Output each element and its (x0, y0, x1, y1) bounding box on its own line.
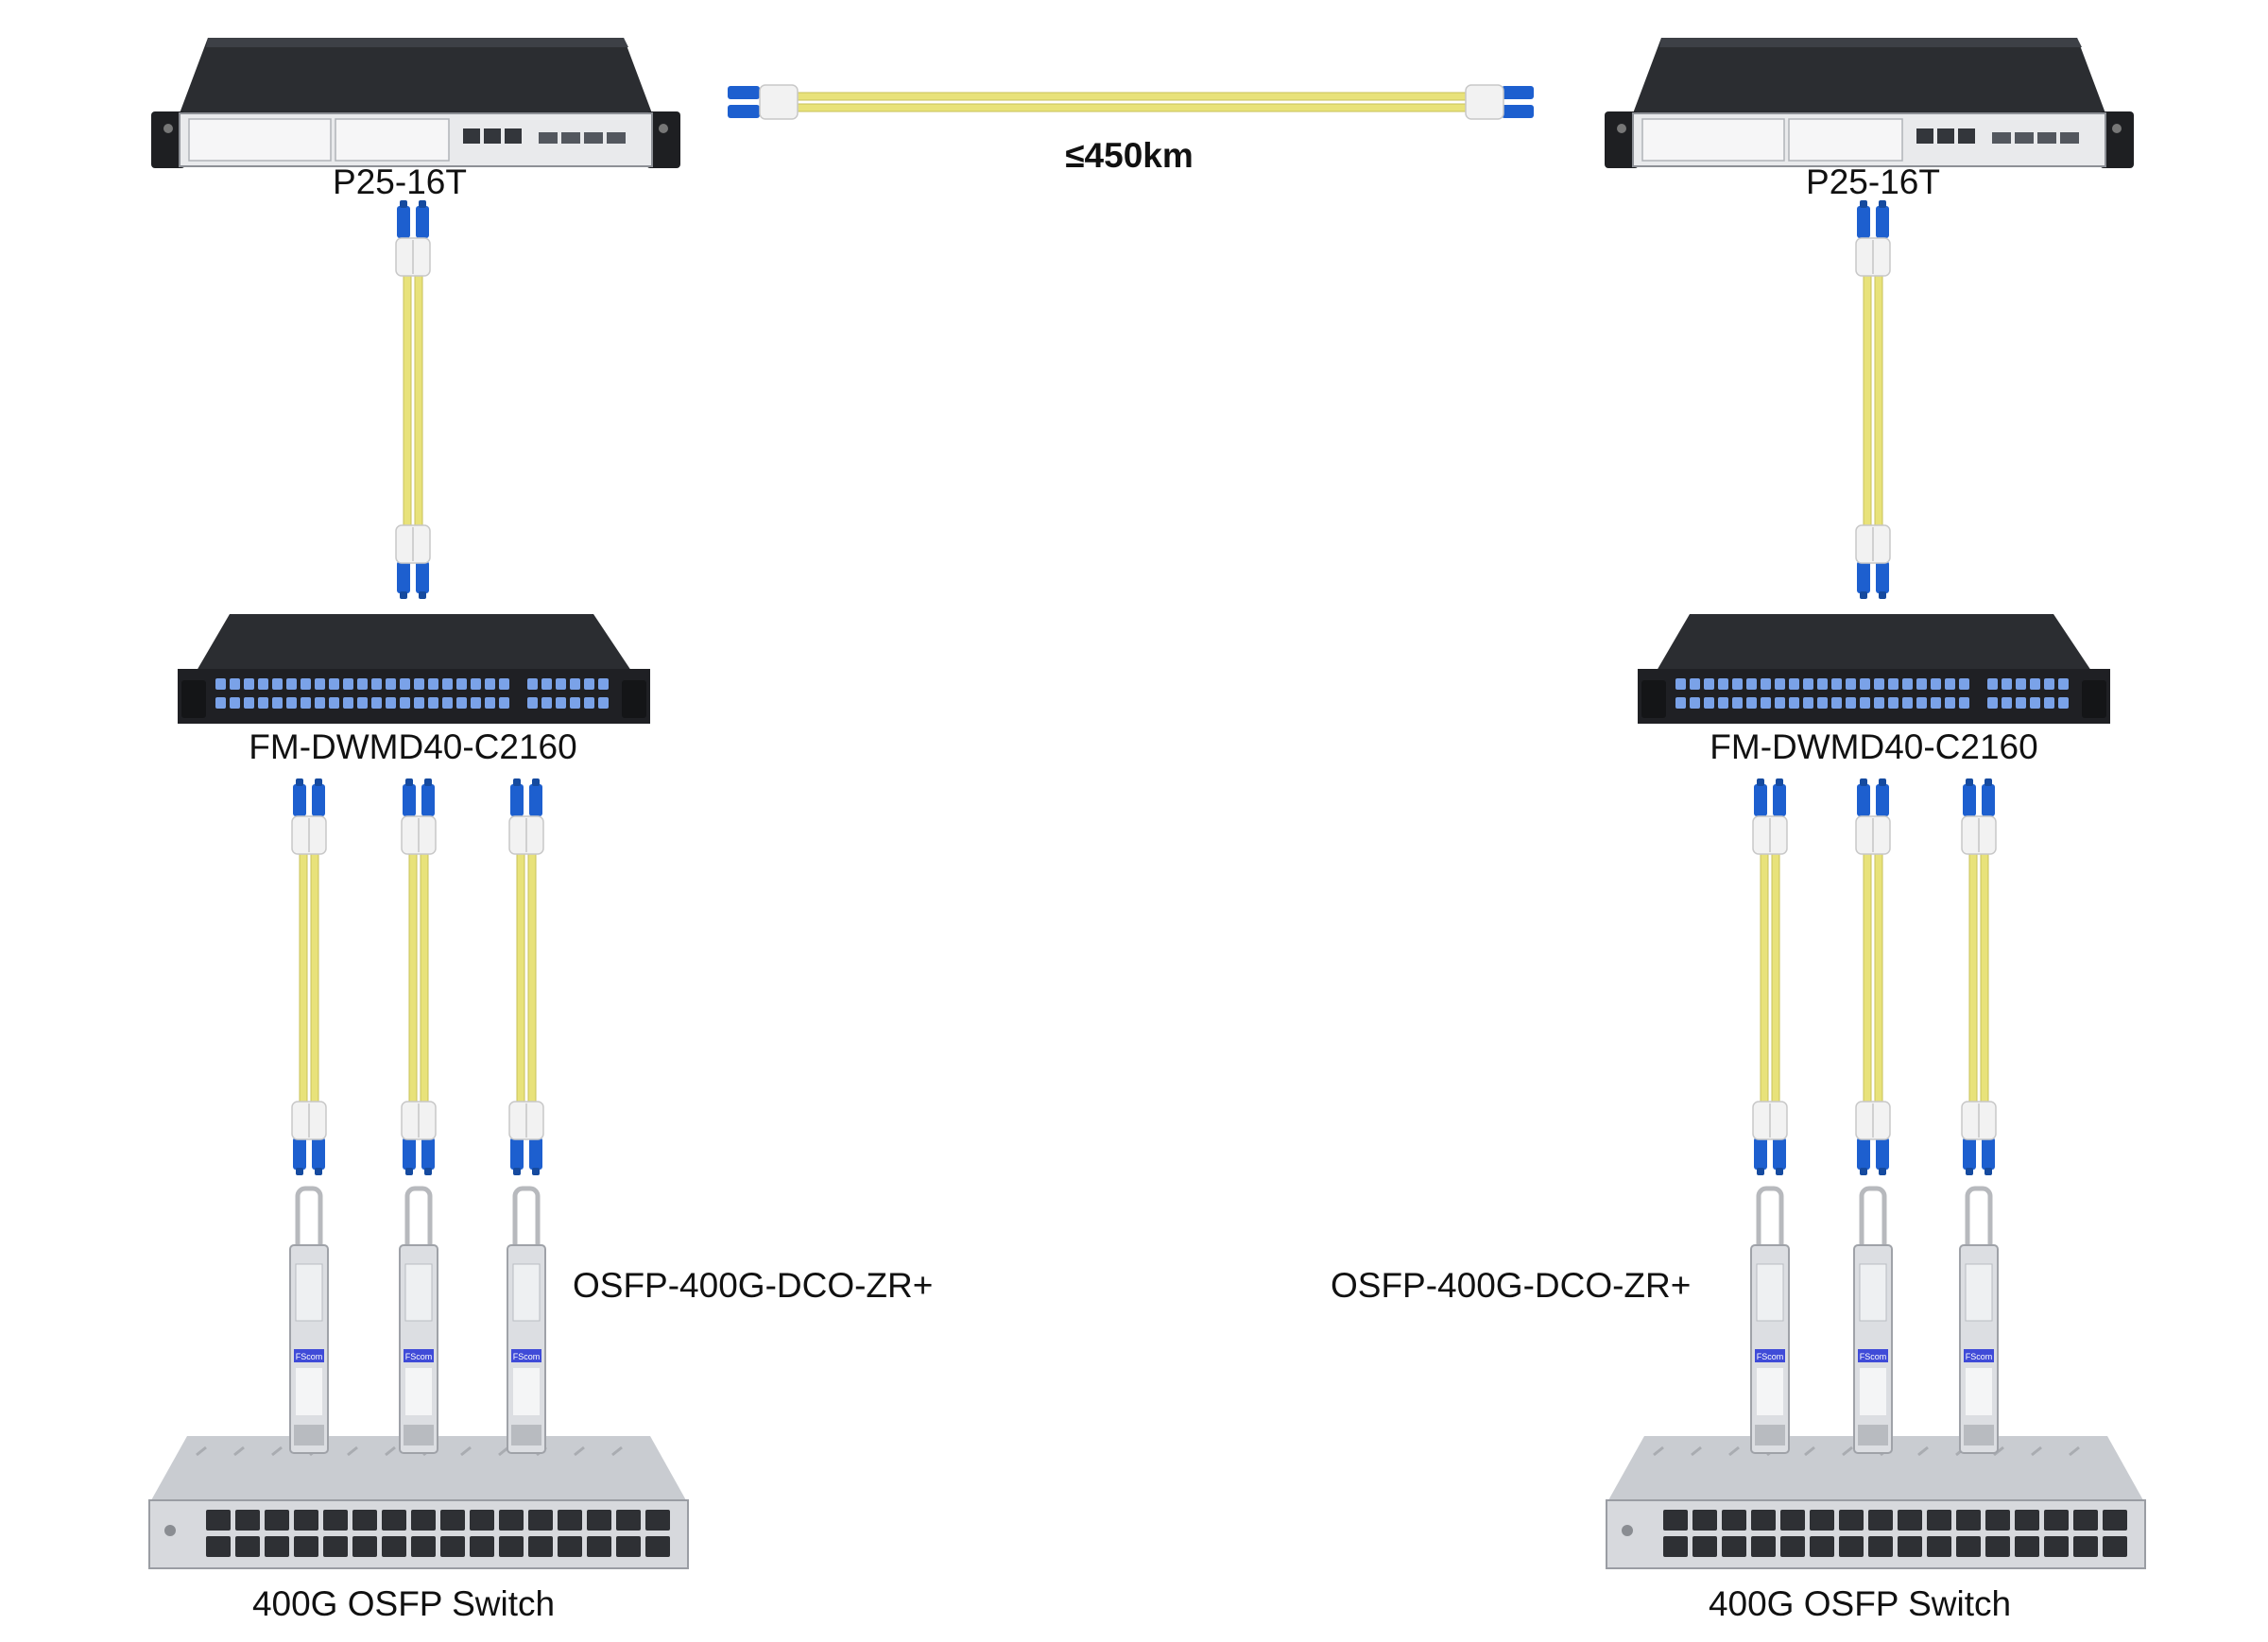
left-mux-cord-2 (401, 778, 437, 1175)
left-mux-cord-3-bottom-connector (508, 1101, 544, 1175)
right-transceiver-label: OSFP-400G-DCO-ZR+ (1331, 1266, 1692, 1305)
left-transceiver-2-sticker-text: FScom (405, 1352, 433, 1361)
left-mux-device (178, 614, 650, 724)
left-mux-cord-3 (508, 778, 544, 1175)
left-transceiver-3-sticker-text: FScom (513, 1352, 541, 1361)
span-patch-cord-left-connector (728, 84, 799, 120)
right-switch-label: 400G OSFP Switch (1708, 1584, 2012, 1623)
right-mux-cord-1-top-connector (1752, 778, 1788, 855)
right-mux-cord-1-bottom-connector (1752, 1101, 1788, 1175)
left-mux-cord-1-top-connector (291, 778, 327, 855)
right-transceiver-3-sticker-text: FScom (1966, 1352, 1993, 1361)
right-mux-cord-1 (1752, 778, 1788, 1175)
left-transceiver-1: FScom (289, 1186, 329, 1454)
right-terminal-device (1605, 38, 2134, 168)
right-mux-cord-3 (1961, 778, 1997, 1175)
right-mux-label: FM-DWMD40-C2160 (1710, 727, 2038, 766)
right-mux-cord-2-bottom-connector (1855, 1101, 1891, 1175)
span-patch-cord-right-connector (1465, 84, 1534, 120)
left-terminal-mux-cord-top-connector (395, 200, 431, 277)
right-transceiver-2-sticker-text: FScom (1860, 1352, 1887, 1361)
right-transceiver-1-sticker-text: FScom (1757, 1352, 1784, 1361)
left-transceiver-label: OSFP-400G-DCO-ZR+ (573, 1266, 934, 1305)
span-patch-cord (728, 84, 1534, 120)
right-mux-cord-2 (1855, 778, 1891, 1175)
right-transceiver-2: FScom (1853, 1186, 1893, 1454)
left-transceiver-1-sticker-text: FScom (296, 1352, 323, 1361)
left-mux-cord-1 (291, 778, 327, 1175)
left-transceiver-3: FScom (507, 1186, 546, 1454)
right-transceiver-3: FScom (1959, 1186, 1999, 1454)
left-terminal-label: P25-16T (333, 162, 467, 201)
left-mux-cord-2-bottom-connector (401, 1101, 437, 1175)
right-mux-cord-3-bottom-connector (1961, 1101, 1997, 1175)
left-mux-cord-2-top-connector (401, 778, 437, 855)
right-terminal-mux-cord-top-connector (1855, 200, 1891, 277)
right-terminal-label: P25-16T (1806, 162, 1940, 201)
left-mux-cord-1-bottom-connector (291, 1101, 327, 1175)
left-terminal-mux-cord-bottom-connector (395, 524, 431, 599)
right-terminal-mux-cord-bottom-connector (1855, 524, 1891, 599)
right-transceiver-1: FScom (1750, 1186, 1790, 1454)
right-mux-cord-2-top-connector (1855, 778, 1891, 855)
left-terminal-mux-cord (395, 200, 431, 599)
right-terminal-mux-cord (1855, 200, 1891, 599)
right-mux-device (1638, 614, 2110, 724)
link-distance-label: ≤450km (1065, 136, 1194, 175)
left-mux-cord-3-top-connector (508, 778, 544, 855)
left-transceiver-2: FScom (399, 1186, 438, 1454)
left-terminal-device (151, 38, 680, 168)
right-mux-cord-3-top-connector (1961, 778, 1997, 855)
left-switch-label: 400G OSFP Switch (251, 1584, 556, 1623)
left-mux-label: FM-DWMD40-C2160 (249, 727, 577, 766)
right-switch-device (1606, 1436, 2146, 1569)
left-switch-device (148, 1436, 689, 1569)
